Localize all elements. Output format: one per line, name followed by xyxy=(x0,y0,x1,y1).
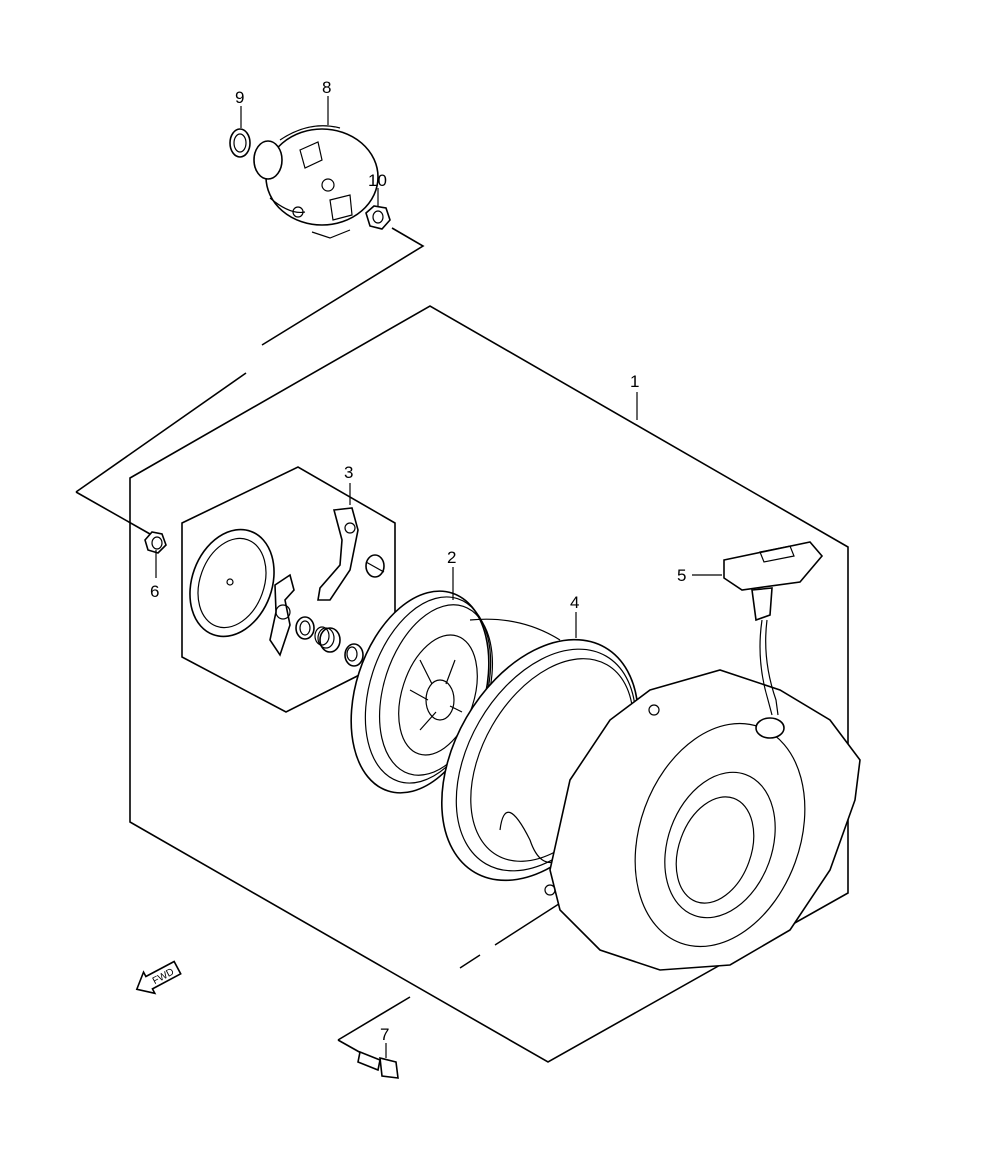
starter-cup-part-8 xyxy=(253,125,379,239)
callout-7: 7 xyxy=(380,1025,389,1044)
ratchet-part-3 xyxy=(269,573,295,657)
leader-7 xyxy=(337,899,566,1059)
callout-1: 1 xyxy=(630,372,639,391)
nut-part-10 xyxy=(365,205,391,230)
washer-part-3 xyxy=(295,616,315,640)
callout-9: 9 xyxy=(235,88,244,107)
nut-part-6 xyxy=(144,531,167,554)
callout-leaders xyxy=(155,96,722,1058)
fwd-arrow-icon xyxy=(135,960,182,995)
spring-part-3 xyxy=(314,626,341,653)
callout-6: 6 xyxy=(150,582,159,601)
starter-case xyxy=(544,669,861,971)
assembly-outline xyxy=(129,305,849,1063)
callout-5: 5 xyxy=(677,566,686,585)
starter-handle-part-5 xyxy=(723,541,824,716)
fwd-badge: FWD xyxy=(135,960,182,995)
pawl-part-3 xyxy=(317,507,359,601)
collar-part-3 xyxy=(344,643,364,667)
fwd-label: FWD xyxy=(151,967,176,987)
plate-part-3 xyxy=(189,528,275,638)
callout-labels: 1 2 3 4 5 6 7 8 9 10 xyxy=(150,78,686,1044)
callout-2: 2 xyxy=(447,548,456,567)
pin-part-3 xyxy=(365,554,385,578)
leader-8-to-6 xyxy=(75,227,425,535)
callout-8: 8 xyxy=(322,78,331,97)
bolt-part-7 xyxy=(357,1050,399,1079)
o-ring-part-9 xyxy=(229,128,251,158)
callout-4: 4 xyxy=(570,593,579,612)
callout-10: 10 xyxy=(368,171,387,190)
callout-3: 3 xyxy=(344,463,353,482)
